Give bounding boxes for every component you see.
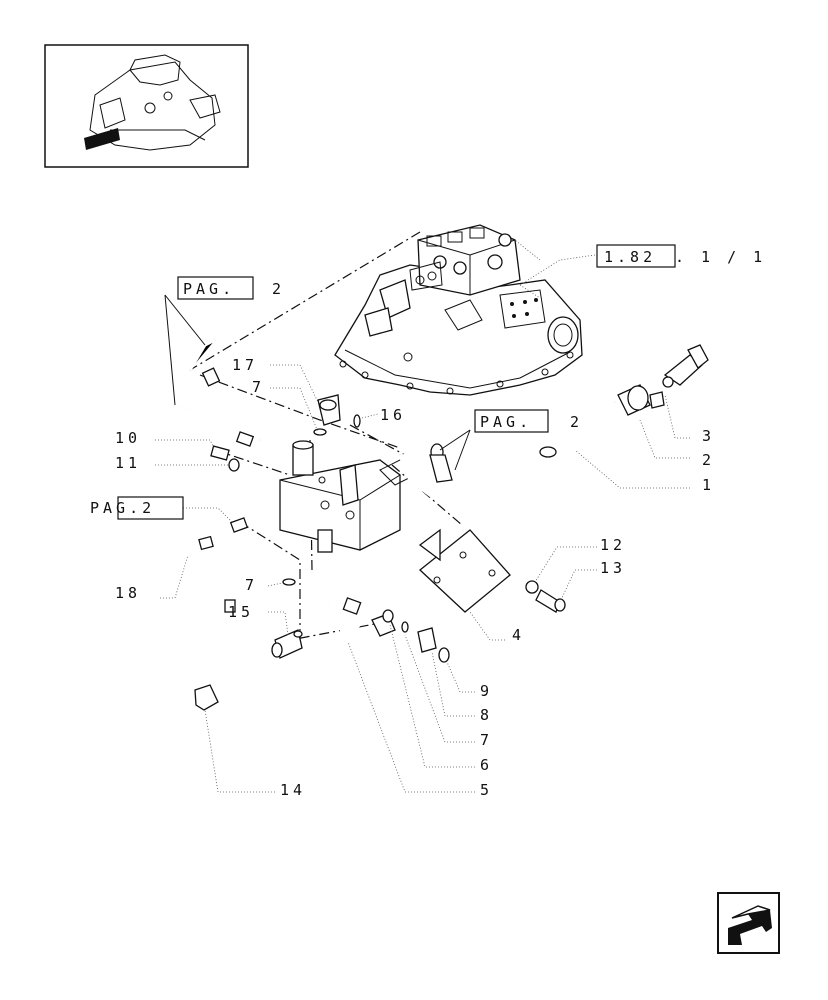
- elbow-6: [371, 609, 450, 663]
- bracket-4: [418, 528, 511, 613]
- pag-box-lower[interactable]: PAG.2: [90, 496, 184, 520]
- callout-9: 9: [480, 682, 493, 700]
- callout-7: 7: [480, 731, 493, 749]
- ref-box-1-82-text: 1.82: [604, 248, 656, 266]
- fitting-15: [271, 578, 303, 659]
- callout-13: 13: [600, 559, 626, 577]
- pag-box-left-num: 2: [272, 280, 285, 298]
- sensor-2: [617, 384, 665, 416]
- callout-labels: 17 7 16 10 11 3 2 1 18 7 15 12 13 4 9 8 …: [115, 356, 715, 799]
- pag-box-mid[interactable]: PAG. 2: [474, 409, 583, 433]
- callout-7: 7: [245, 576, 258, 594]
- callout-1: 1: [702, 476, 715, 494]
- callout-10: 10: [115, 429, 141, 447]
- pag-box-mid-text: PAG.: [480, 413, 532, 431]
- assembly-lines: [189, 231, 463, 643]
- callout-11: 11: [115, 454, 141, 472]
- callout-14: 14: [280, 781, 306, 799]
- pipe-5: [323, 575, 372, 642]
- callout-15: 15: [228, 603, 254, 621]
- ref-box-1-82-suffix: . 1 / 1: [675, 248, 766, 266]
- clip-14: [194, 684, 219, 711]
- callout-3: 3: [702, 427, 715, 445]
- callout-4: 4: [512, 626, 525, 644]
- pipe-left: [174, 338, 261, 447]
- callout-12: 12: [600, 536, 626, 554]
- previous-page-arrow-icon[interactable]: [717, 892, 780, 954]
- valve-block: [409, 224, 521, 296]
- washer-12: [525, 580, 539, 594]
- sensor-3: [662, 344, 709, 388]
- leader-lines: [155, 239, 690, 793]
- ref-box-1-82[interactable]: 1.82 . 1 / 1: [596, 244, 766, 268]
- callout-2: 2: [702, 451, 715, 469]
- pag-box-mid-num: 2: [570, 413, 583, 431]
- bolt-13: [535, 589, 566, 613]
- callout-18: 18: [115, 584, 141, 602]
- assembly-thumbnail-icon[interactable]: [44, 44, 249, 168]
- callout-6: 6: [480, 756, 493, 774]
- bolt-10: [210, 445, 240, 472]
- callout-16: 16: [380, 406, 406, 424]
- callout-5: 5: [480, 781, 493, 799]
- pipe-18: [168, 517, 249, 613]
- callout-7: 7: [252, 378, 265, 396]
- pipe-1: [398, 400, 617, 497]
- lift-housing: [334, 264, 583, 396]
- callout-17: 17: [232, 356, 258, 374]
- callout-8: 8: [480, 706, 493, 724]
- distributor-block: [279, 440, 426, 553]
- pag-box-left-text: PAG.: [183, 280, 235, 298]
- pag-box-left[interactable]: PAG. 2: [177, 276, 285, 300]
- elbow-17: [313, 394, 361, 436]
- pag-box-lower-text: PAG.2: [90, 499, 155, 517]
